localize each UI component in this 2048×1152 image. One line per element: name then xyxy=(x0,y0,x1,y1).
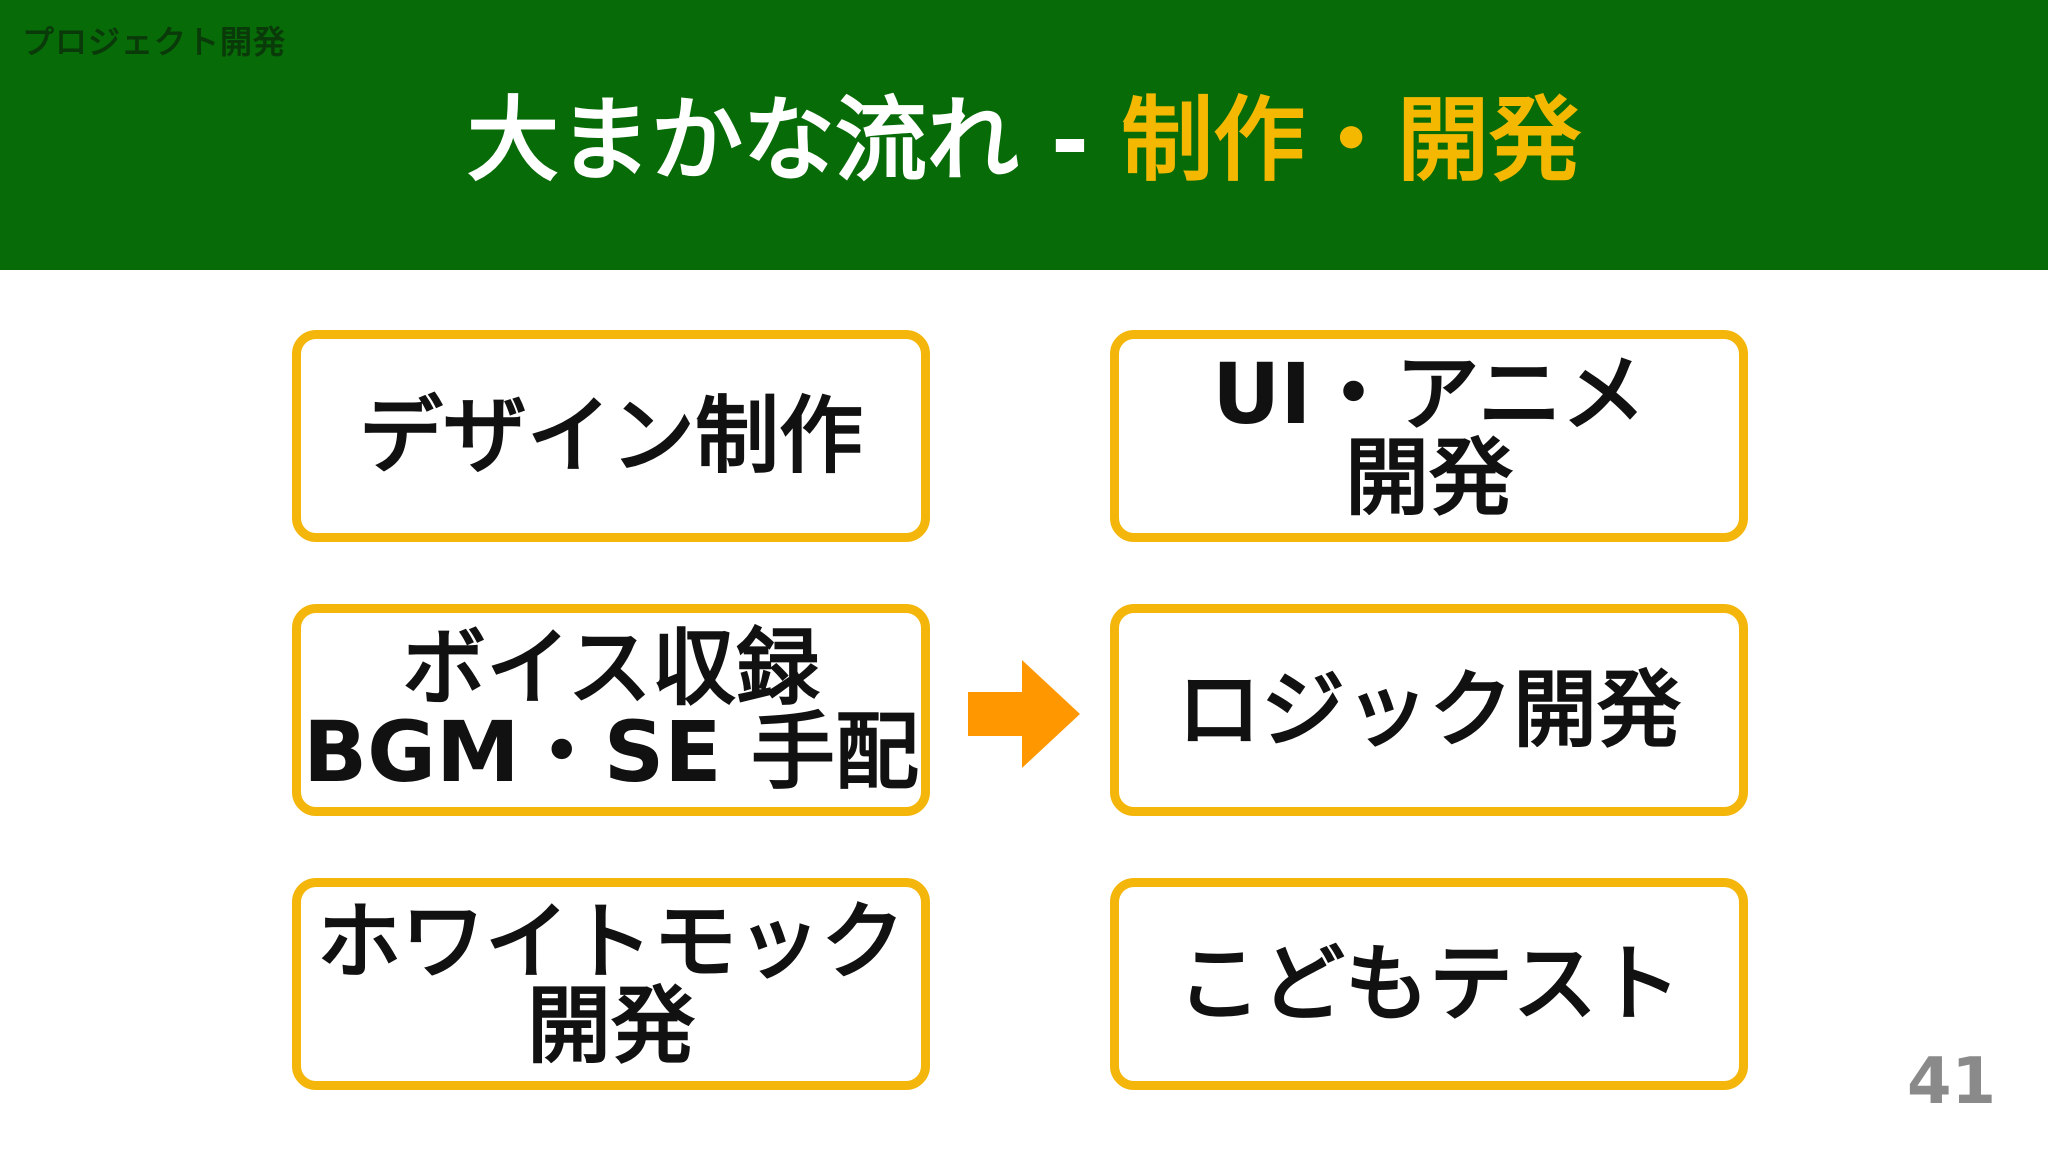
slide-header: プロジェクト開発 大まかな流れ - 制作・開発 xyxy=(0,0,2048,270)
box-line: ホワイトモック xyxy=(316,893,905,991)
box-voice-recording: ボイス収録 BGM・SE 手配 xyxy=(292,604,930,816)
box-line: 開発 xyxy=(1344,429,1513,527)
box-kids-test: こどもテスト xyxy=(1110,878,1748,1090)
box-line: ボイス収録 xyxy=(402,619,820,717)
section-label: プロジェクト開発 xyxy=(22,23,287,61)
box-line: デザイン制作 xyxy=(358,387,863,485)
arrow-right-icon xyxy=(968,660,1080,768)
box-line: こどもテスト xyxy=(1176,935,1681,1033)
slide-title: 大まかな流れ - 制作・開発 xyxy=(0,86,2048,196)
page-number: 41 xyxy=(1906,1045,1996,1119)
box-line: BGM・SE 手配 xyxy=(303,703,919,801)
box-line: ロジック開発 xyxy=(1176,661,1681,759)
box-logic-development: ロジック開発 xyxy=(1110,604,1748,816)
box-line: UI・アニメ xyxy=(1212,345,1646,443)
box-line: 開発 xyxy=(526,977,695,1075)
box-white-mock: ホワイトモック 開発 xyxy=(292,878,930,1090)
title-accent: 制作・開発 xyxy=(1121,87,1582,194)
title-main: 大まかな流れ xyxy=(466,87,1019,194)
box-ui-animation: UI・アニメ 開発 xyxy=(1110,330,1748,542)
box-design-production: デザイン制作 xyxy=(292,330,930,542)
title-separator: - xyxy=(1018,87,1122,194)
